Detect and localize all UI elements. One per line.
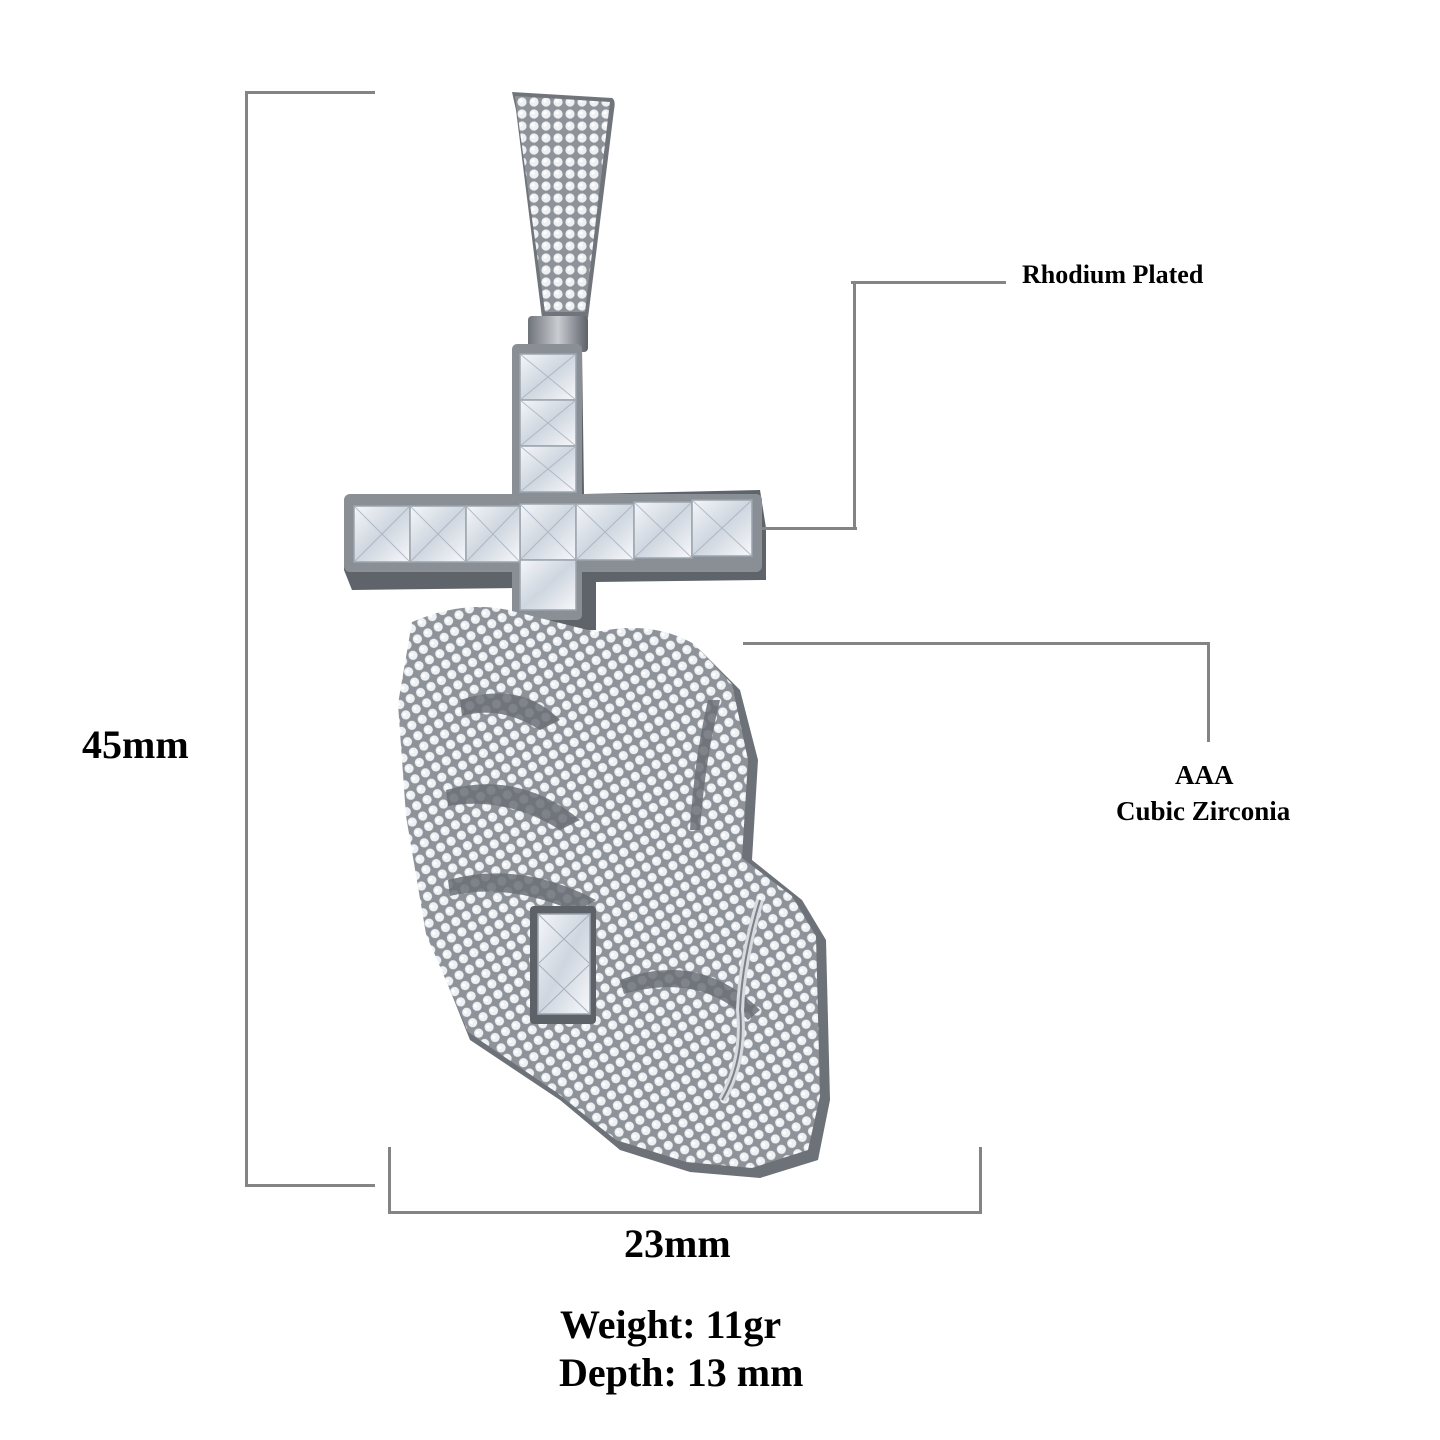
height-dimension-line: [245, 91, 248, 1187]
width-dimension-line: [388, 1211, 982, 1214]
plating-label: Rhodium Plated: [1022, 260, 1204, 289]
height-label: 45mm: [82, 722, 189, 767]
width-label: 23mm: [624, 1221, 731, 1266]
stone-type-label: Cubic Zirconia: [1116, 796, 1291, 826]
cross: [344, 344, 766, 632]
weight-spec: Weight: 11gr: [560, 1302, 782, 1347]
plating-leader-vertical: [853, 282, 856, 530]
depth-spec: Depth: 13 mm: [559, 1350, 804, 1395]
height-dimension-top-tick: [245, 91, 375, 94]
plating-leader-horizontal-low: [762, 527, 857, 530]
width-dimension-right-tick: [979, 1147, 982, 1214]
praying-hands: [398, 606, 830, 1178]
stone-leader-horizontal: [743, 642, 1210, 645]
width-dimension-left-tick: [388, 1147, 391, 1214]
plating-leader-horizontal-high: [851, 281, 1006, 284]
stone-grade-label: AAA: [1175, 760, 1234, 790]
stone-leader-vertical: [1207, 642, 1210, 742]
height-dimension-bottom-tick: [245, 1184, 375, 1187]
bail: [512, 92, 615, 352]
